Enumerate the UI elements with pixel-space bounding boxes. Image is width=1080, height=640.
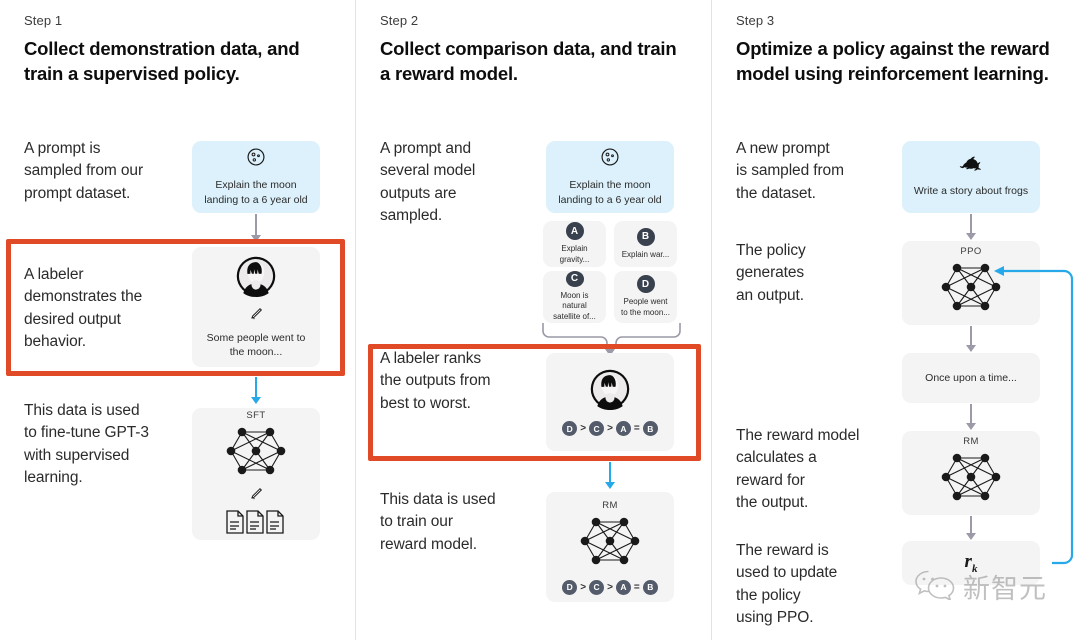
option-caption-a: Explain gravity... (559, 244, 590, 264)
step-1-prompt-caption: Explain the moon landing to a 6 year old (204, 179, 308, 206)
step-1-text-2: A labeler demonstrates the desired outpu… (24, 266, 143, 351)
step-1-text-3: This data is used to fine-tune GPT-3 wit… (24, 402, 149, 487)
neural-network-icon (225, 423, 287, 484)
option-badge-b: B (636, 227, 655, 246)
step-2-prompt-caption: Explain the moon landing to a 6 year old (558, 179, 662, 206)
rank-op-2: > (607, 423, 613, 434)
labeler-avatar-icon (589, 368, 631, 415)
step-2-highlight-box (368, 344, 701, 461)
step-2-text-1: A prompt and several model outputs are s… (380, 140, 476, 225)
step-1-title: Collect demonstration data, and train a … (24, 38, 300, 84)
rank-op-1: > (580, 423, 587, 434)
watermark-text: 新智元 (963, 574, 1047, 605)
frog-icon (958, 155, 984, 178)
rm-rank-op-1: > (580, 581, 587, 593)
neural-network-icon (940, 259, 1002, 320)
step-3-ppo-card[interactable]: PPO (902, 241, 1040, 325)
step-3-ppo-label: PPO (960, 246, 982, 257)
rm-rank-badge-1: D (562, 579, 578, 595)
option-caption-c: Moon is natural satellite of... (553, 290, 596, 322)
step-3-prompt-card[interactable]: Write a story about frogs (902, 141, 1040, 213)
labeler-avatar-icon (235, 255, 277, 302)
rank-op-3: = (633, 423, 640, 434)
step-1-prompt-card[interactable]: Explain the moon landing to a 6 year old (192, 141, 320, 213)
step-2-option-b[interactable]: B Explain war... (614, 221, 677, 267)
option-caption-b: Explain war... (621, 249, 670, 259)
watermark: 新智元 (913, 567, 1047, 606)
step-2-title: Collect comparison data, and train a rew… (380, 38, 677, 84)
step-2-prompt-card[interactable]: Explain the moon landing to a 6 year old (546, 141, 674, 213)
neural-network-icon (579, 513, 641, 574)
step-3-rm-card[interactable]: RM (902, 431, 1040, 515)
rank-badge-4: B (642, 421, 658, 436)
step-1-sft-label: SFT (246, 409, 266, 421)
step-3-title: Optimize a policy against the reward mod… (736, 38, 1050, 84)
option-badge-a: A (565, 222, 584, 241)
step-2-option-a[interactable]: A Explain gravity... (543, 221, 606, 267)
step-1-text-1: A prompt is sampled from our prompt data… (24, 140, 144, 202)
step-2-ranking-row: D > C > A = B (562, 421, 658, 436)
step-3-rm-label: RM (963, 436, 979, 447)
step-1-labeler-card[interactable]: Some people went to the moon... (192, 247, 320, 367)
step-1-sft-card[interactable]: SFT (192, 408, 320, 540)
step-1-labeler-caption: Some people went to the moon... (206, 331, 306, 358)
arrow-prompt-to-labeler (244, 214, 268, 242)
rm-rank-badge-3: A (615, 579, 631, 595)
moon-icon (600, 147, 620, 172)
reward-symbol: rk (964, 551, 978, 575)
rm-rank-op-3: = (633, 581, 640, 593)
rank-badge-2: C (589, 421, 605, 436)
rank-badge-3: A (615, 421, 631, 436)
step-3-text-3: The reward model calculates a reward for… (736, 427, 860, 512)
pencil-icon (248, 306, 264, 327)
step-1-highlight-box (6, 239, 345, 376)
step-2-text-2: A labeler ranks the outputs from best to… (380, 350, 491, 412)
arrow-rm-to-reward (959, 516, 983, 540)
arrow-prompt-to-ppo (959, 214, 983, 240)
step-3-prompt-caption: Write a story about frogs (913, 185, 1029, 198)
neural-network-icon (940, 449, 1002, 510)
step-2-rm-card[interactable]: RM (546, 492, 674, 602)
rm-rank-op-2: > (607, 581, 613, 593)
step-2-rm-label: RM (602, 499, 618, 511)
step-3-text-1: A new prompt is sampled from the dataset… (736, 140, 844, 202)
arrow-ranking-to-rm (598, 462, 622, 490)
wechat-icon (913, 568, 957, 605)
rm-rank-badge-4: B (642, 579, 658, 595)
step-2-label: Step 2 (380, 13, 419, 28)
step-1-column: Step 1 Collect demonstration data, and t… (0, 0, 356, 640)
option-caption-d: People went to the moon... (621, 297, 670, 317)
step-3-text-2: The policy generates an output. (736, 242, 806, 304)
arrow-labeler-to-sft (244, 377, 268, 405)
rm-rank-badge-2: C (589, 579, 605, 595)
step-2-option-d[interactable]: D People went to the moon... (614, 271, 677, 323)
rank-badge-1: D (562, 421, 578, 436)
documents-icon (225, 509, 287, 539)
step-2-column: Step 2 Collect comparison data, and trai… (356, 0, 712, 640)
step-3-label: Step 3 (736, 13, 775, 28)
step-2-option-c[interactable]: C Moon is natural satellite of... (543, 271, 606, 323)
arrow-ppo-to-output (959, 326, 983, 352)
arrow-output-to-rm (959, 404, 983, 430)
step-3-output-card[interactable]: Once upon a time... (902, 353, 1040, 403)
column-divider-1 (355, 0, 356, 640)
step-3-text-4: The reward is used to update the policy … (736, 542, 838, 627)
merge-brace (539, 322, 684, 353)
moon-icon (246, 147, 266, 172)
step-1-label: Step 1 (24, 13, 63, 28)
step-2-labeler-card[interactable]: D > C > A = B (546, 353, 674, 451)
option-badge-c: C (565, 271, 584, 287)
step-2-text-3: This data is used to train our reward mo… (380, 491, 496, 553)
column-divider-2 (711, 0, 712, 640)
pencil-icon (248, 486, 264, 507)
option-badge-d: D (636, 275, 655, 294)
step-3-column: Step 3 Optimize a policy against the rew… (712, 0, 1080, 640)
step-3-output-caption: Once upon a time... (925, 372, 1017, 384)
step-2-rm-ranking-row: D > C > A = B (562, 579, 658, 595)
